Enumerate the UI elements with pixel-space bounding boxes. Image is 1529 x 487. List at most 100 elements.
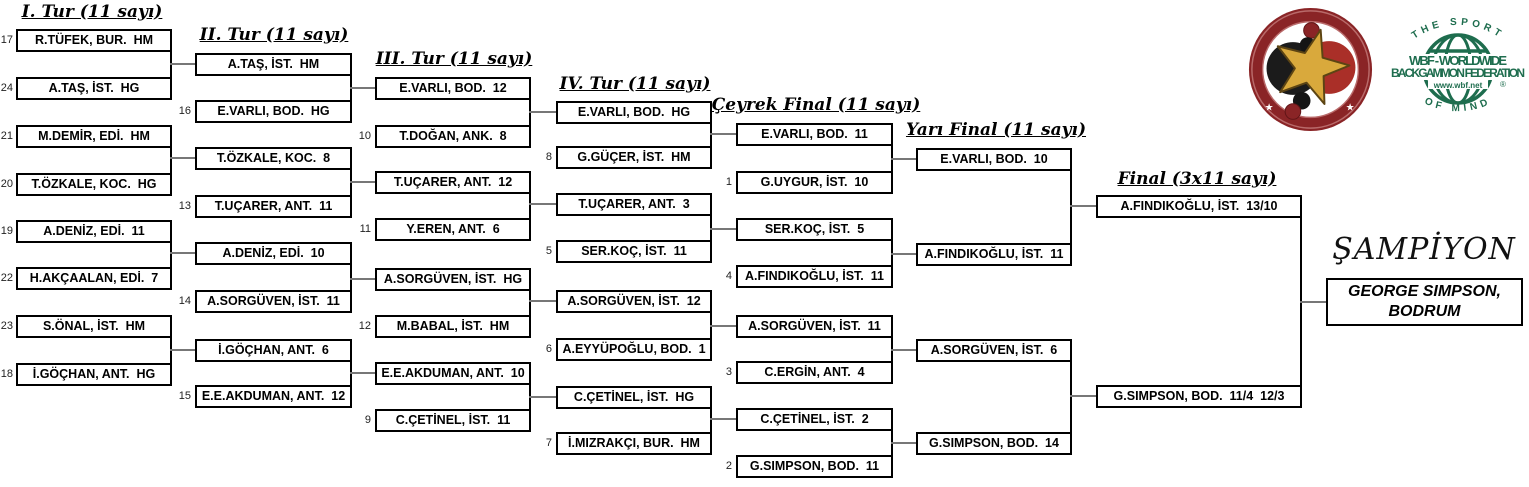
match-box: A.DENİZ, EDİ. 11 xyxy=(16,219,172,243)
seed-number: 13 xyxy=(178,199,191,212)
round-header-semifinal: Yarı Final (11 sayı) xyxy=(905,120,1087,140)
match-box: E.E.AKDUMAN, ANT. 10 xyxy=(375,361,531,385)
star-icon xyxy=(1276,28,1351,105)
bracket-connector xyxy=(1070,395,1096,397)
bracket-connector xyxy=(350,372,375,374)
match-box: T.ÖZKALE, KOC. HG xyxy=(16,172,172,196)
seed-number: 17 xyxy=(0,33,13,46)
match-box: E.VARLI, BOD. 11 xyxy=(736,122,893,146)
wbf-url: www.wbf.net xyxy=(1433,81,1483,90)
bracket-connector xyxy=(350,278,375,280)
registered-mark-icon: ® xyxy=(1500,80,1506,89)
bracket-connector xyxy=(710,397,712,443)
match-box: G.GÜÇER, İST. HM xyxy=(556,145,712,169)
match-box: A.SORGÜVEN, İST. 11 xyxy=(195,289,352,313)
bracket-connector xyxy=(891,158,916,160)
bracket-connector xyxy=(170,157,195,159)
bracket-connector xyxy=(1070,205,1096,207)
bracket-connector xyxy=(529,203,556,205)
bracket-connector xyxy=(891,229,893,276)
wbf-title-line1: WBF - WORLDWIDE xyxy=(1409,53,1507,68)
bracket-connector xyxy=(350,181,375,183)
seed-number: 22 xyxy=(0,271,13,284)
match-box: İ.GÖÇHAN, ANT. HG xyxy=(16,362,172,386)
bracket-connector xyxy=(529,111,556,113)
seed-number: 16 xyxy=(178,104,191,117)
bracket-connector xyxy=(710,204,712,251)
seed-number: 5 xyxy=(545,244,552,257)
round-header-1: I. Tur (11 sayı) xyxy=(21,2,163,22)
match-box: E.VARLI, BOD. HG xyxy=(195,99,352,123)
round-header-quarterfinal: Çeyrek Final (11 sayı) xyxy=(711,95,921,115)
match-box: C.ÇETİNEL, İST. HG xyxy=(556,385,712,409)
match-box: A.DENİZ, EDİ. 10 xyxy=(195,241,352,265)
svg-text:THE SPORT: THE SPORT xyxy=(1410,17,1506,42)
bracket-connector xyxy=(710,325,736,327)
match-box: M.BABAL, İST. HM xyxy=(375,314,531,338)
seed-number: 18 xyxy=(0,367,13,380)
wbf-arc-bottom-text: OF MIND xyxy=(1423,96,1489,114)
seed-number: 14 xyxy=(178,294,191,307)
match-box: C.ÇETİNEL, İST. 2 xyxy=(736,407,893,431)
match-box: T.UÇARER, ANT. 11 xyxy=(195,194,352,218)
match-box: E.VARLI, BOD. 10 xyxy=(916,147,1072,171)
seed-number: 9 xyxy=(364,413,371,426)
match-box: SER.KOÇ, İST. 11 xyxy=(556,239,712,263)
seed-number: 2 xyxy=(725,459,732,472)
svg-text:OF MIND: OF MIND xyxy=(1423,96,1493,114)
match-box: A.FINDIKOĞLU, İST. 11 xyxy=(736,264,893,288)
match-box: A.SORGÜVEN, İST. 11 xyxy=(736,314,893,338)
match-box: A.EYYÜPOĞLU, BOD. 1 xyxy=(556,337,712,361)
match-box: R.TÜFEK, BUR. HM xyxy=(16,28,172,52)
seed-number: 6 xyxy=(545,342,552,355)
match-box: T.UÇARER, ANT. 12 xyxy=(375,170,531,194)
match-box: G.UYGUR, İST. 10 xyxy=(736,170,893,194)
match-box: C.ÇETİNEL, İST. 11 xyxy=(375,408,531,432)
match-box: G.SIMPSON, BOD. 11/4 12/3 xyxy=(1096,384,1302,408)
match-box: G.SIMPSON, BOD. 11 xyxy=(736,454,893,478)
match-box: A.TAŞ, İST. HM xyxy=(195,52,352,76)
seed-number: 1 xyxy=(725,175,732,188)
match-box: A.SORGÜVEN, İST. 12 xyxy=(556,289,712,313)
bracket-connector xyxy=(170,63,195,65)
bracket-connector xyxy=(710,228,736,230)
match-box: E.E.AKDUMAN, ANT. 12 xyxy=(195,384,352,408)
ring-star-left: ★ xyxy=(1265,103,1274,114)
bracket-connector xyxy=(529,396,556,398)
seed-number: 12 xyxy=(358,319,371,332)
match-box: A.FINDIKOĞLU, İST. 11 xyxy=(916,242,1072,266)
seed-number: 7 xyxy=(545,436,552,449)
seed-number: 21 xyxy=(0,129,13,142)
seed-number: 24 xyxy=(0,81,13,94)
match-box: E.VARLI, BOD. 12 xyxy=(375,76,531,100)
seed-number: 8 xyxy=(545,150,552,163)
bracket-connector xyxy=(891,253,916,255)
champion-heading: ŞAMPİYON xyxy=(1332,232,1516,267)
bracket-connector xyxy=(529,300,556,302)
seed-number: 11 xyxy=(359,222,371,235)
bracket-connector xyxy=(350,253,352,301)
bracket-connector xyxy=(529,279,531,326)
bracket-connector xyxy=(170,349,195,351)
match-box: S.ÖNAL, İST. HM xyxy=(16,314,172,338)
seed-number: 10 xyxy=(358,129,371,142)
ring-star-right: ★ xyxy=(1346,103,1355,114)
bracket-connector xyxy=(529,182,531,229)
champion-city: BODRUM xyxy=(1388,303,1461,320)
match-box: A.SORGÜVEN, İST. 6 xyxy=(916,338,1072,362)
match-box: M.DEMİR, EDİ. HM xyxy=(16,124,172,148)
match-box: İ.GÖÇHAN, ANT. 6 xyxy=(195,338,352,362)
match-box: SER.KOÇ, İST. 5 xyxy=(736,217,893,241)
match-box: H.AKÇAALAN, EDİ. 7 xyxy=(16,266,172,290)
round-header-4: IV. Tur (11 sayı) xyxy=(559,74,711,94)
seed-number: 19 xyxy=(0,224,13,237)
wbf-arc-top-text: THE SPORT xyxy=(1410,17,1502,42)
champion-box: GEORGE SIMPSON, BODRUM xyxy=(1326,278,1523,326)
match-box: E.VARLI, BOD. HG xyxy=(556,100,712,124)
club-badge-logo: ★ ★ xyxy=(1248,7,1373,132)
match-box: Y.EREN, ANT. 6 xyxy=(375,217,531,241)
match-box: T.ÖZKALE, KOC. 8 xyxy=(195,146,352,170)
round-header-final: Final (3x11 sayı) xyxy=(1117,169,1277,189)
match-box: A.FINDIKOĞLU, İST. 13/10 xyxy=(1096,194,1302,218)
